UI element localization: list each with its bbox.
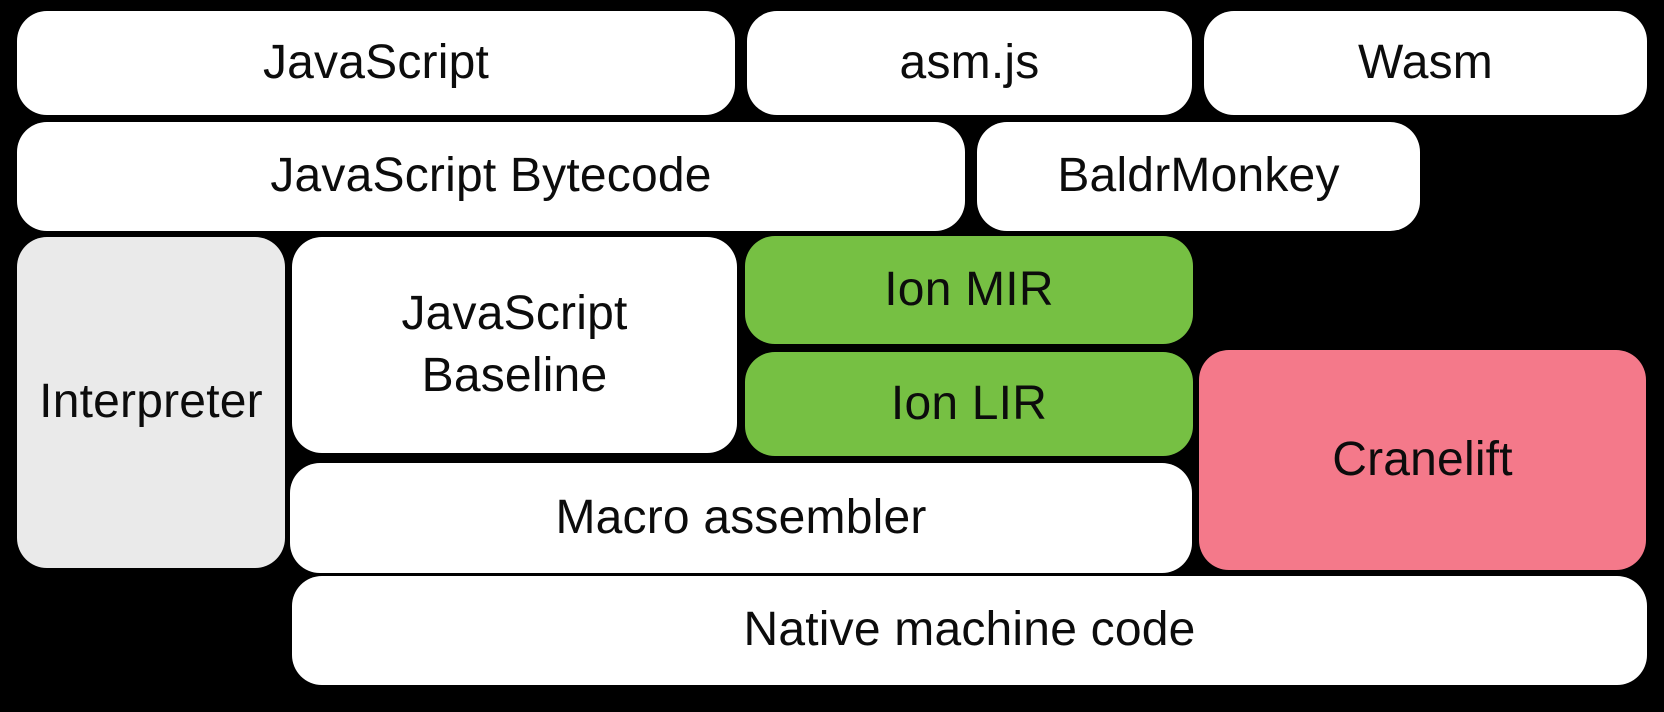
node-macro-assembler: Macro assembler [290, 463, 1192, 573]
node-baldrmonkey: BaldrMonkey [977, 122, 1420, 231]
node-ion-mir: Ion MIR [745, 236, 1193, 344]
node-javascript: JavaScript [17, 11, 735, 115]
node-native-machine-code: Native machine code [292, 576, 1647, 685]
node-cranelift: Cranelift [1199, 350, 1646, 570]
node-asmjs: asm.js [747, 11, 1192, 115]
node-javascript-bytecode: JavaScript Bytecode [17, 122, 965, 231]
node-wasm: Wasm [1204, 11, 1647, 115]
node-interpreter: Interpreter [17, 237, 285, 568]
node-javascript-baseline: JavaScript Baseline [292, 237, 737, 453]
node-ion-lir: Ion LIR [745, 352, 1193, 456]
